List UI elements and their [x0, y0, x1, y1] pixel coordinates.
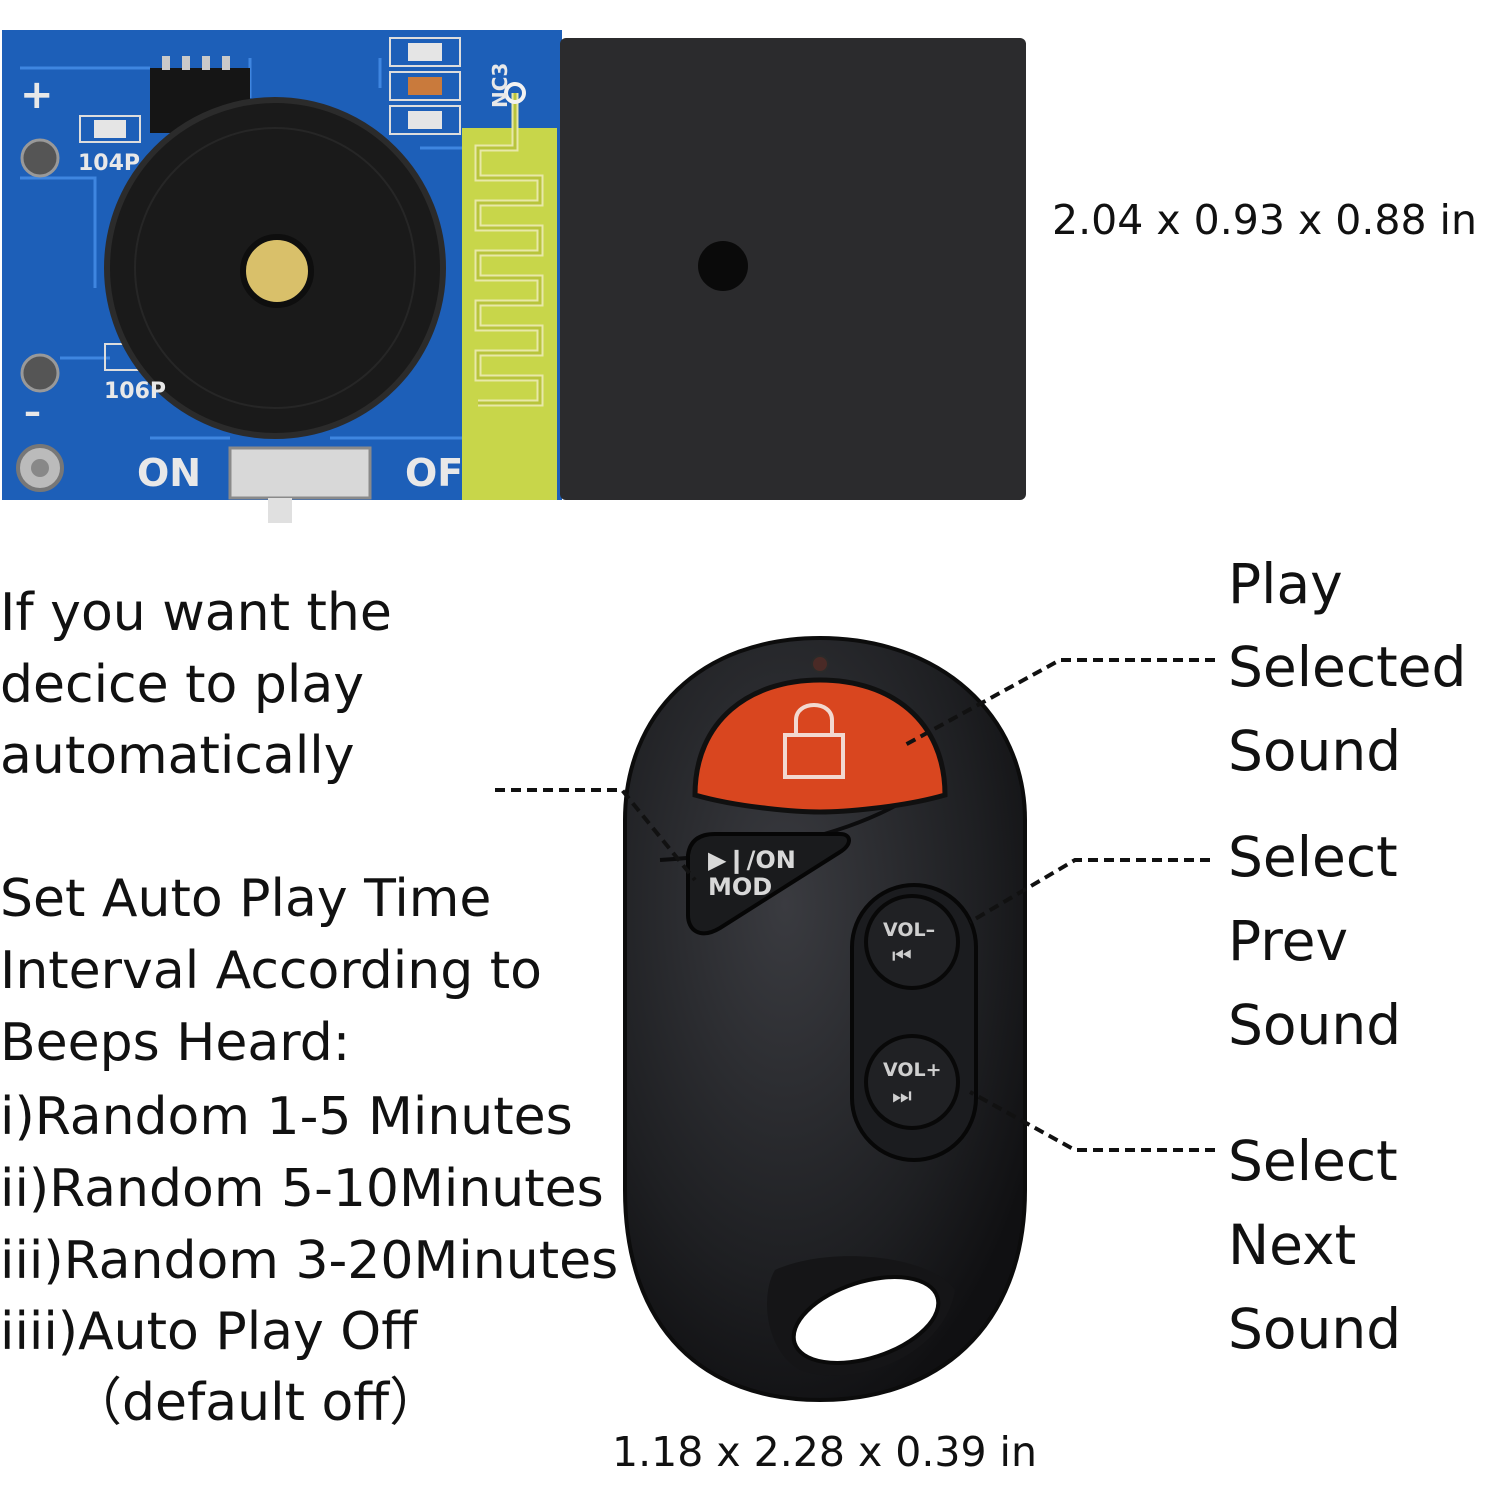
interval-default-note: （default off）	[70, 1373, 442, 1433]
interval-line-3: Beeps Heard:	[0, 1013, 351, 1073]
label-prev-2: Prev	[1228, 909, 1348, 973]
label-prev-1: Select	[1228, 825, 1398, 889]
prev-track-icon: ⏮	[892, 944, 912, 969]
callout-auto-play	[495, 788, 697, 882]
silk-switch-off: OF	[405, 451, 463, 495]
speaker-hole	[698, 241, 748, 291]
vol-plus-button[interactable]	[864, 1034, 960, 1130]
label-play-1: Play	[1228, 552, 1343, 616]
lock-icon	[783, 703, 845, 779]
interval-option-2: ii)Random 5-10Minutes	[0, 1159, 604, 1219]
remote-led	[811, 655, 829, 673]
remote-control-image: ▶❙/ON MOD VOL– ⏮ VOL+ ⏭	[623, 635, 1027, 1403]
interval-line-2: Interval According to	[0, 941, 542, 1001]
keyring-hole	[791, 1275, 941, 1365]
play-mode-button[interactable]	[686, 832, 851, 936]
label-play-2: Selected	[1228, 635, 1467, 699]
silk-cap-106p: 106P	[104, 379, 166, 404]
interval-option-1: i)Random 1-5 Minutes	[0, 1087, 573, 1147]
speaker-enclosure	[560, 38, 1026, 500]
callout-play-selected	[904, 658, 1215, 747]
interval-option-3: iii)Random 3-20Minutes	[0, 1231, 619, 1291]
label-play-3: Sound	[1228, 719, 1402, 783]
circuit-board-image: + – 104P 106P NC3 ON OF	[2, 30, 1026, 523]
label-next-1: Select	[1228, 1129, 1398, 1193]
silk-switch-on: ON	[137, 451, 201, 495]
screw-bottom	[20, 353, 60, 393]
auto-play-line-3: automatically	[0, 726, 355, 786]
label-next-2: Next	[1228, 1213, 1357, 1277]
auto-play-line-2: decice to play	[0, 655, 364, 715]
callout-prev	[968, 858, 1210, 924]
auto-play-line-1: If you want the	[0, 583, 392, 643]
label-prev-3: Sound	[1228, 993, 1402, 1057]
mode-button-label-1: ▶❙/ON	[708, 846, 796, 874]
silk-plus: +	[20, 72, 54, 118]
mode-button-label-2: MOD	[708, 873, 772, 901]
label-next-3: Sound	[1228, 1297, 1402, 1361]
board-dimensions: 2.04 x 0.93 x 0.88 in	[1052, 196, 1477, 244]
remote-body	[623, 635, 1027, 1403]
silk-antenna-code: NC3	[488, 63, 512, 108]
silk-minus: –	[24, 392, 41, 432]
remote-dimensions: 1.18 x 2.28 x 0.39 in	[612, 1428, 1037, 1476]
screw-top	[20, 138, 60, 178]
vol-plus-label: VOL+	[883, 1059, 942, 1081]
interval-line-1: Set Auto Play Time	[0, 869, 492, 929]
vol-minus-button[interactable]	[864, 894, 960, 990]
power-switch	[228, 446, 372, 500]
vol-minus-label: VOL–	[883, 919, 935, 941]
next-track-icon: ⏭	[892, 1084, 912, 1109]
lock-button[interactable]	[692, 677, 948, 815]
interval-option-4: iiii)Auto Play Off	[0, 1302, 418, 1362]
silk-cap-104p: 104P	[78, 151, 140, 176]
callout-next	[969, 1090, 1215, 1152]
